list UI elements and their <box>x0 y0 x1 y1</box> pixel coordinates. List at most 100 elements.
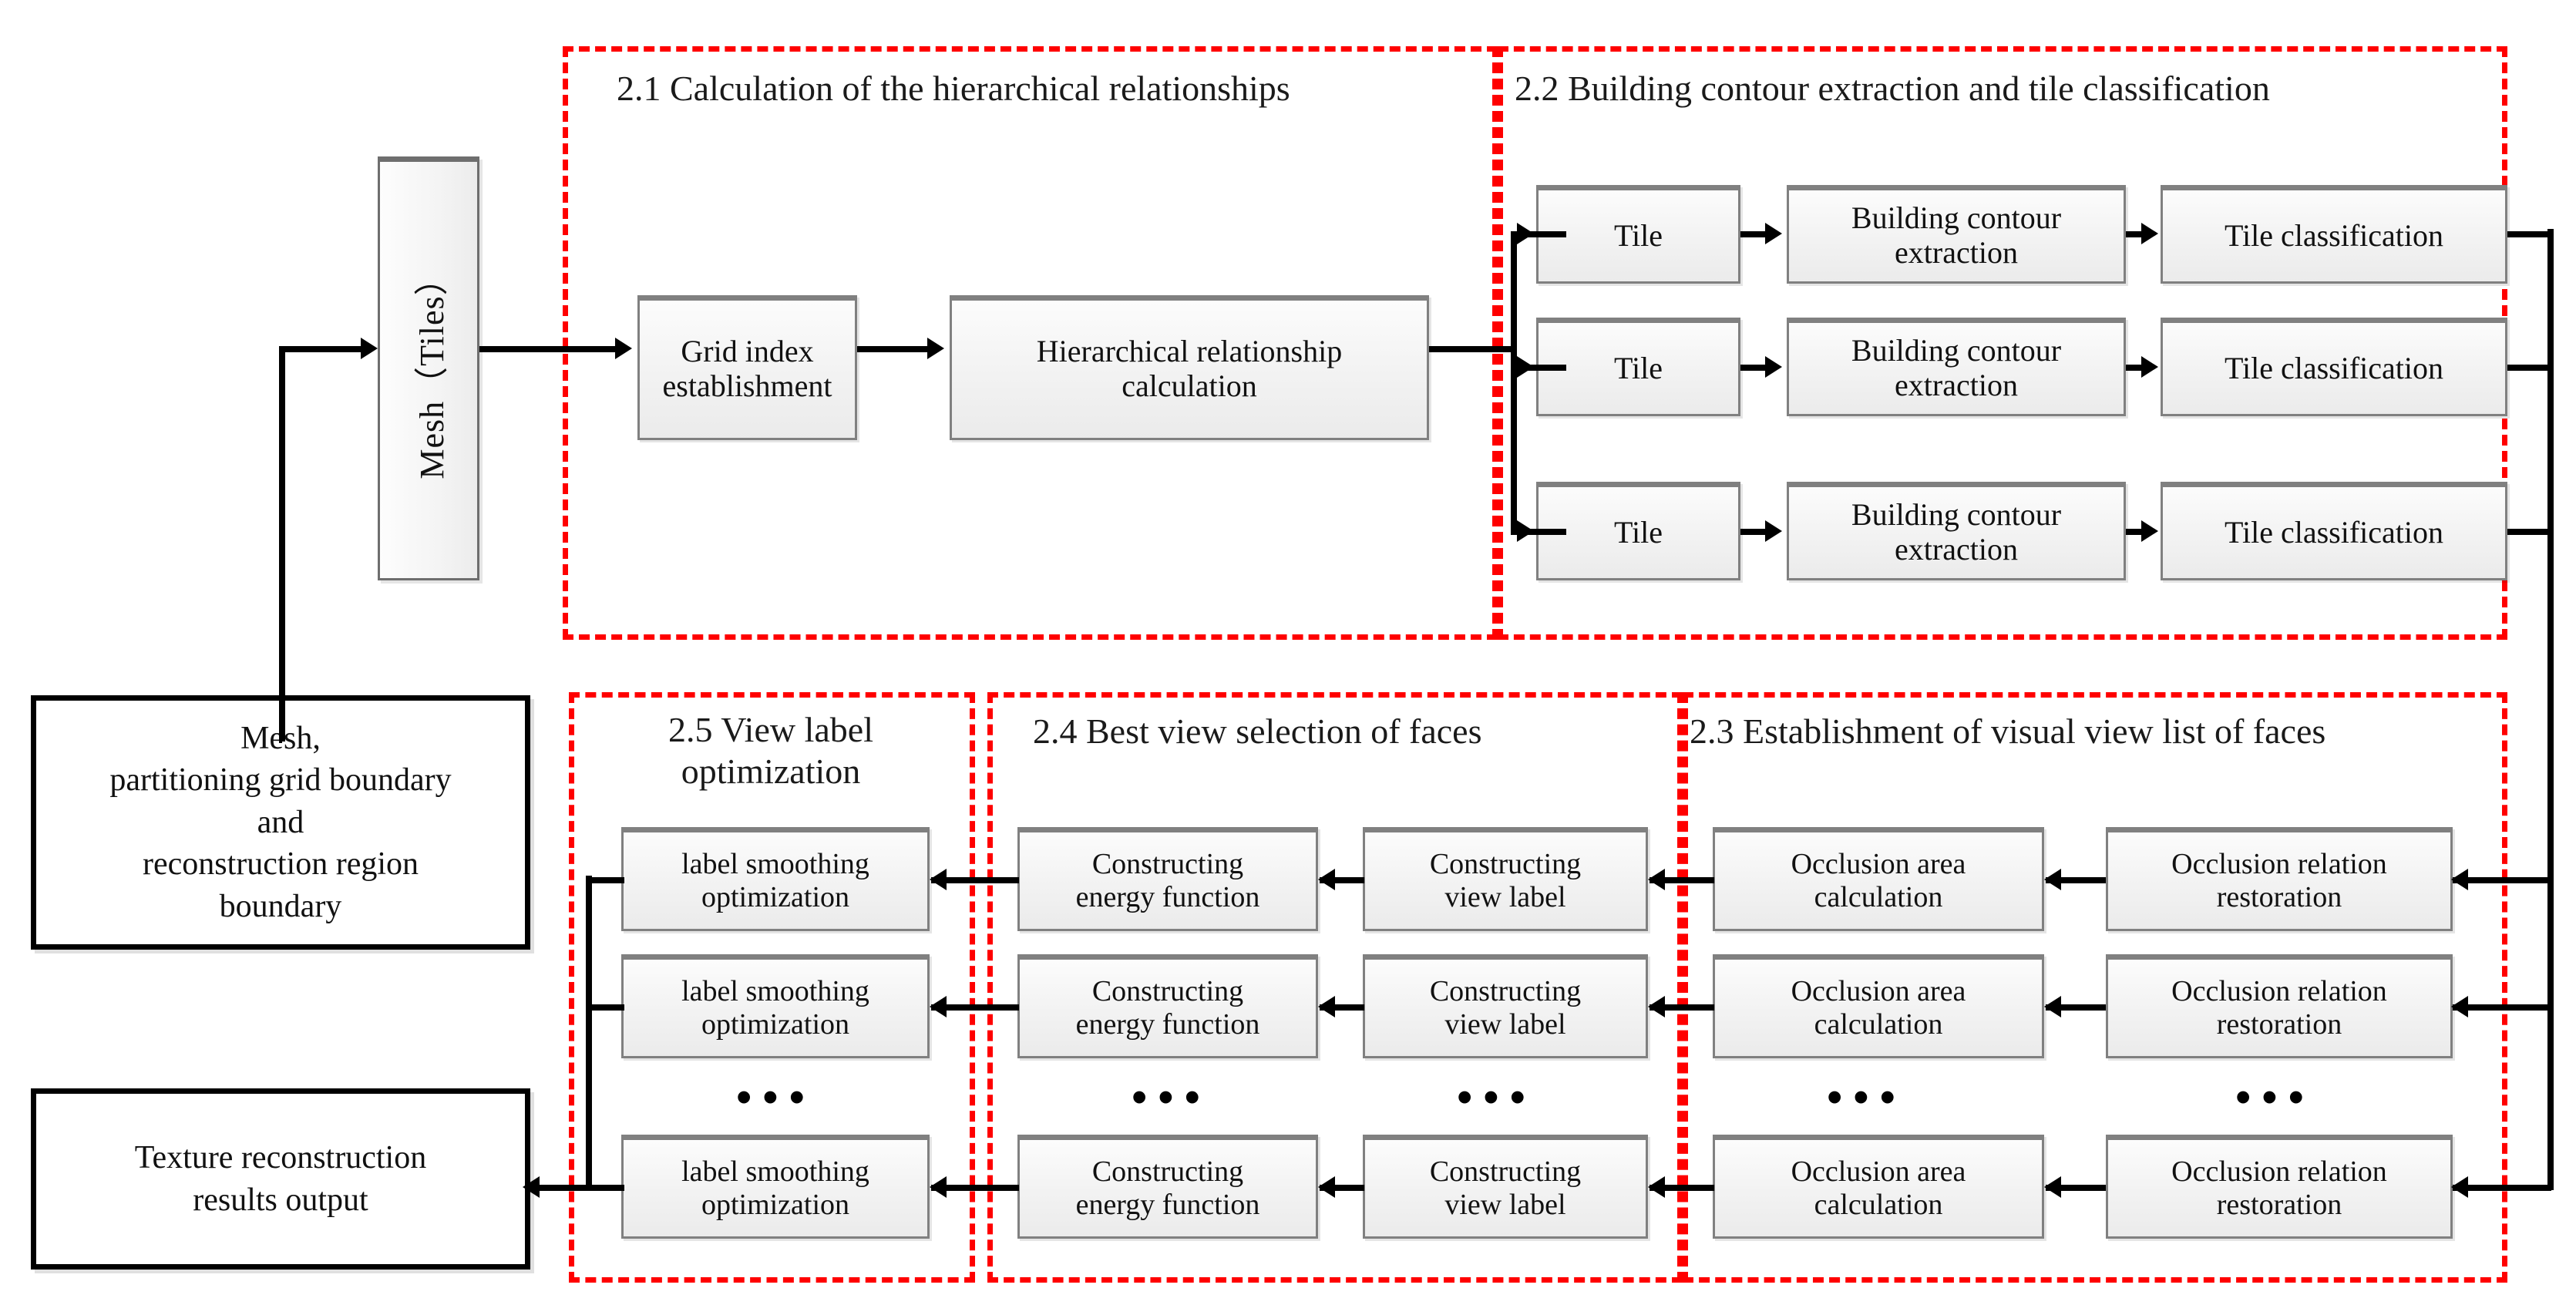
connector-branch-to-tile-row3 <box>1511 529 1566 535</box>
occlusion-area-calculation-box-row3[interactable]: Occlusion area calculation <box>1713 1135 2044 1239</box>
hierarchical-relationship-calculation-box[interactable]: Hierarchical relationship calculation <box>950 295 1429 440</box>
occlusion-relation-restoration-box-row2[interactable]: Occlusion relation restoration <box>2106 954 2453 1058</box>
ellipsis-2-5: ••• <box>736 1072 816 1122</box>
tile-box-row1[interactable]: Tile <box>1536 185 1740 284</box>
arrow-to-occrel-row3 <box>2451 1176 2468 1198</box>
connector-classify-row2-to-bus <box>2507 365 2552 371</box>
arrow-to-hierarchical <box>927 338 944 359</box>
connector-classify-row1-to-bus <box>2507 231 2552 237</box>
arrow-to-occrel-row2 <box>2451 996 2468 1017</box>
connector-viewlabel-to-energy-row1 <box>1320 877 1364 883</box>
ellipsis-2-3-area: ••• <box>1827 1072 1906 1122</box>
connector-trunk-bottom <box>279 737 282 743</box>
arrow-to-occarea-row2 <box>2044 996 2061 1017</box>
arrow-to-viewlabel-row2 <box>1648 996 1665 1017</box>
section-frame-2-4 <box>987 692 1683 1283</box>
connector-energy-to-smoothing-row1 <box>931 877 1019 883</box>
label-smoothing-optimization-box-row1[interactable]: label smoothing optimization <box>621 827 930 931</box>
arrow-to-tile-row1 <box>1517 223 1534 244</box>
arrow-to-grid-index <box>615 338 632 359</box>
label-smoothing-optimization-box-row3[interactable]: label smoothing optimization <box>621 1135 930 1239</box>
tile-classification-box-row3[interactable]: Tile classification <box>2161 482 2507 580</box>
section-title-2-3: 2.3 Establishment of visual view list of… <box>1690 711 2326 751</box>
connector-energy-to-smoothing-row2 <box>931 1004 1019 1011</box>
occlusion-area-calculation-box-row2[interactable]: Occlusion area calculation <box>1713 954 2044 1058</box>
connector-grid-to-hierarchical <box>857 346 928 352</box>
texture-output-box[interactable]: Texture reconstruction results output <box>31 1088 530 1270</box>
connector-contour-to-classify-row1 <box>2126 231 2144 237</box>
connector-occarea-to-viewlabel-row2 <box>1650 1004 1714 1011</box>
building-contour-extraction-box-row2[interactable]: Building contour extraction <box>1787 318 2126 416</box>
connector-contour-to-classify-row2 <box>2126 365 2144 371</box>
arrow-to-smoothing-row2 <box>930 996 947 1017</box>
ellipsis-2-3-relation: ••• <box>2235 1072 2315 1122</box>
connector-bus-to-occrel-row3 <box>2453 1185 2551 1191</box>
ellipsis-2-4-energy: ••• <box>1132 1072 1211 1122</box>
grid-index-establishment-box[interactable]: Grid index establishment <box>637 295 857 440</box>
section-frame-2-5 <box>569 692 975 1283</box>
connector-energy-to-smoothing-row3 <box>931 1185 1019 1191</box>
connector-occrel-to-occarea-row2 <box>2046 1004 2106 1011</box>
arrow-to-tile-row3 <box>1517 520 1534 542</box>
tile-box-row3[interactable]: Tile <box>1536 482 1740 580</box>
connector-contour-to-classify-row3 <box>2126 529 2144 535</box>
arrow-to-contour-row2 <box>1765 356 1782 378</box>
connector-trunk-to-mesh <box>279 346 364 352</box>
constructing-view-label-box-row3[interactable]: Constructing view label <box>1363 1135 1648 1239</box>
arrow-to-contour-row1 <box>1765 223 1782 244</box>
arrow-to-occarea-row3 <box>2044 1176 2061 1198</box>
section-title-2-5: 2.5 View label optimization <box>668 710 873 792</box>
section-title-2-1: 2.1 Calculation of the hierarchical rela… <box>617 69 1290 108</box>
occlusion-relation-restoration-box-row3[interactable]: Occlusion relation restoration <box>2106 1135 2453 1239</box>
connector-classify-row3-to-bus <box>2507 529 2552 535</box>
constructing-energy-function-box-row3[interactable]: Constructing energy function <box>1017 1135 1318 1239</box>
label-smoothing-optimization-box-row2[interactable]: label smoothing optimization <box>621 954 930 1058</box>
arrow-to-energy-row1 <box>1318 869 1335 890</box>
connector-mesh-to-grid-index <box>479 346 617 352</box>
building-contour-extraction-box-row3[interactable]: Building contour extraction <box>1787 482 2126 580</box>
arrow-into-mesh-box <box>361 338 378 359</box>
occlusion-relation-restoration-box-row1[interactable]: Occlusion relation restoration <box>2106 827 2453 931</box>
arrow-to-viewlabel-row1 <box>1648 869 1665 890</box>
building-contour-extraction-box-row1[interactable]: Building contour extraction <box>1787 185 2126 284</box>
tile-classification-box-row2[interactable]: Tile classification <box>2161 318 2507 416</box>
arrow-to-tile-row2 <box>1517 356 1534 378</box>
arrow-to-smoothing-row1 <box>930 869 947 890</box>
arrow-to-classify-row3 <box>2141 520 2158 542</box>
input-mesh-tiles-label: Mesh（Tiles） <box>413 261 451 479</box>
connector-bus-to-occrel-row1 <box>2453 877 2551 883</box>
input-mesh-tiles-box[interactable]: Mesh（Tiles） <box>378 156 479 580</box>
connector-trunk-left-vertical <box>279 348 285 742</box>
tile-box-row2[interactable]: Tile <box>1536 318 1740 416</box>
arrow-to-texture-output <box>523 1176 540 1198</box>
connector-branch-to-tile-row2 <box>1511 365 1566 371</box>
section-title-2-4: 2.4 Best view selection of faces <box>1033 711 1482 751</box>
connector-occarea-to-viewlabel-row1 <box>1650 877 1714 883</box>
connector-viewlabel-to-energy-row3 <box>1320 1185 1364 1191</box>
connector-occrel-to-occarea-row3 <box>2046 1185 2106 1191</box>
constructing-energy-function-box-row1[interactable]: Constructing energy function <box>1017 827 1318 931</box>
connector-smoothing-row2-to-collector <box>586 1004 624 1011</box>
arrow-to-occarea-row1 <box>2044 869 2061 890</box>
connector-tile-to-contour-row2 <box>1740 365 1768 371</box>
connector-tile-branch-trunk <box>1511 231 1517 533</box>
arrow-to-viewlabel-row3 <box>1648 1176 1665 1198</box>
arrow-to-energy-row2 <box>1318 996 1335 1017</box>
arrow-to-smoothing-row3 <box>930 1176 947 1198</box>
connector-tile-to-contour-row3 <box>1740 529 1768 535</box>
occlusion-area-calculation-box-row1[interactable]: Occlusion area calculation <box>1713 827 2044 931</box>
connector-bus-to-occrel-row2 <box>2453 1004 2551 1011</box>
arrow-to-energy-row3 <box>1318 1176 1335 1198</box>
connector-occrel-to-occarea-row1 <box>2046 877 2106 883</box>
connector-right-vertical-bus <box>2547 229 2554 1190</box>
section-frame-2-3 <box>1683 692 2507 1283</box>
tile-classification-box-row1[interactable]: Tile classification <box>2161 185 2507 284</box>
constructing-view-label-box-row1[interactable]: Constructing view label <box>1363 827 1648 931</box>
constructing-view-label-box-row2[interactable]: Constructing view label <box>1363 954 1648 1058</box>
connector-tile-to-contour-row1 <box>1740 231 1768 237</box>
connector-smoothing-row1-to-collector <box>586 877 624 883</box>
arrow-to-contour-row3 <box>1765 520 1782 542</box>
constructing-energy-function-box-row2[interactable]: Constructing energy function <box>1017 954 1318 1058</box>
section-title-2-2: 2.2 Building contour extraction and tile… <box>1515 69 2270 108</box>
arrow-to-classify-row1 <box>2141 223 2158 244</box>
